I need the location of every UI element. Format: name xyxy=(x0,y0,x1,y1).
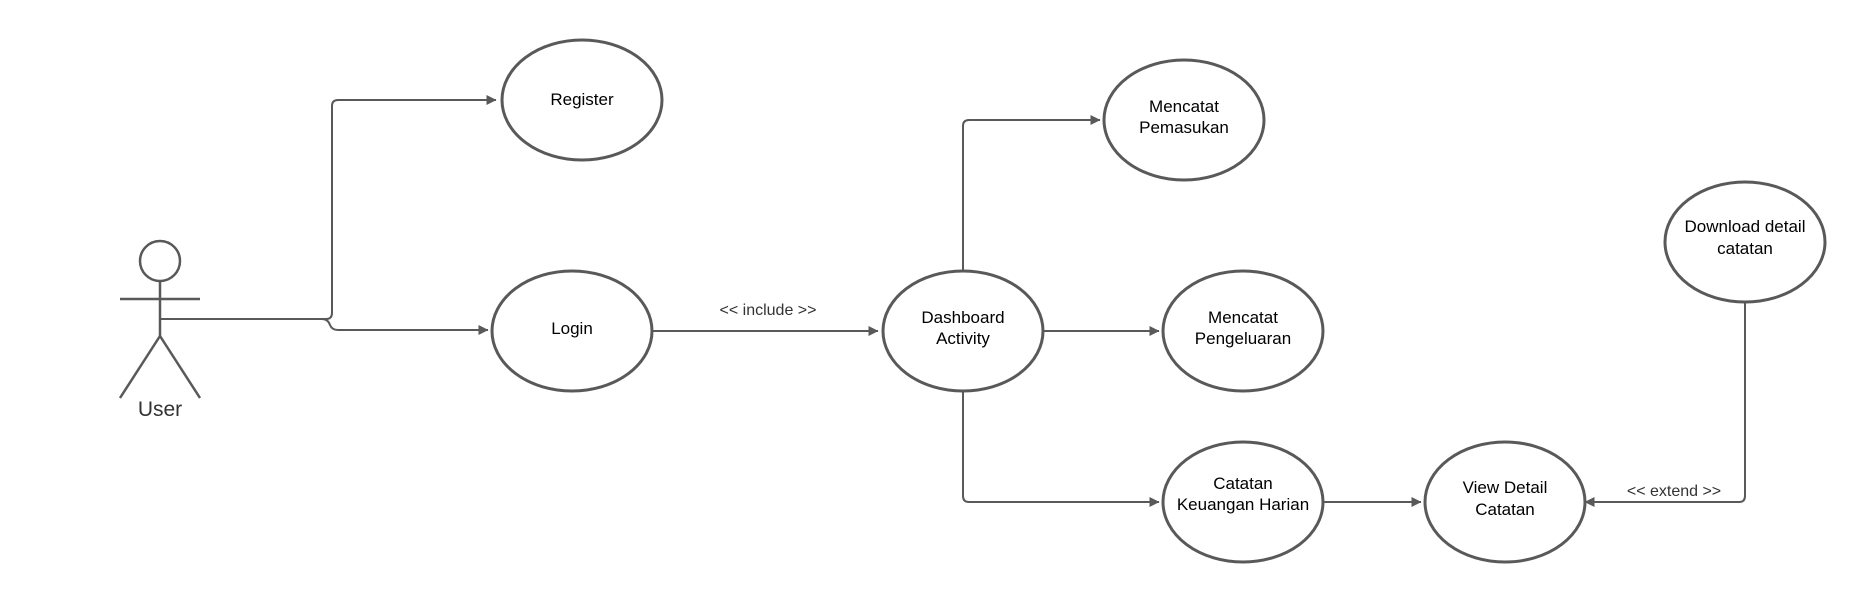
usecase-register-label: Register xyxy=(550,90,614,109)
actor-right-leg xyxy=(158,335,202,399)
usecase-pemasukan-label-line1: Mencatat xyxy=(1149,97,1219,116)
usecase-login[interactable]: Login xyxy=(490,269,654,393)
usecase-catatan-label-line2: Keuangan Harian xyxy=(1177,495,1309,514)
edge-dashboard-catatan xyxy=(962,391,1160,507)
usecase-view-label-line2: Catatan xyxy=(1475,500,1535,519)
usecase-catatan-keuangan-harian[interactable]: Catatan Keuangan Harian xyxy=(1161,440,1325,564)
actor-left-leg xyxy=(118,335,162,399)
usecase-mencatat-pengeluaran[interactable]: Mencatat Pengeluaran xyxy=(1161,269,1325,393)
usecase-pengeluaran-label-line2: Pengeluaran xyxy=(1195,329,1291,348)
usecase-download-detail-catatan[interactable]: Download detail catatan xyxy=(1663,180,1827,304)
usecase-dashboard[interactable]: Dashboard Activity xyxy=(881,269,1045,393)
usecase-mencatat-pemasukan[interactable]: Mencatat Pemasukan xyxy=(1102,58,1266,182)
usecase-view-label-line1: View Detail xyxy=(1463,478,1548,497)
actor-label: User xyxy=(138,398,182,421)
edge-dashboard-pemasukan xyxy=(962,115,1101,271)
usecase-register[interactable]: Register xyxy=(500,38,664,162)
usecase-download-label-line2: catatan xyxy=(1717,239,1773,258)
include-label: << include >> xyxy=(720,302,817,319)
actor-user[interactable]: User xyxy=(118,239,202,421)
edge-user-register xyxy=(160,95,497,320)
edge-download-view-extend xyxy=(1584,302,1746,507)
extend-label: << extend >> xyxy=(1627,483,1721,500)
usecase-download-label-line1: Download detail xyxy=(1685,217,1806,236)
usecase-dashboard-label-line2: Activity xyxy=(936,329,990,348)
usecase-view-detail-catatan[interactable]: View Detail Catatan xyxy=(1423,440,1587,564)
usecase-catatan-label-line1: Catatan xyxy=(1213,474,1273,493)
usecase-pengeluaran-label-line1: Mencatat xyxy=(1208,308,1278,327)
actor-head xyxy=(138,239,182,283)
usecase-dashboard-label-line1: Dashboard xyxy=(921,308,1004,327)
usecase-pemasukan-label-line2: Pemasukan xyxy=(1139,118,1229,137)
edge-user-login xyxy=(160,318,489,335)
usecase-login-label: Login xyxy=(551,319,593,338)
